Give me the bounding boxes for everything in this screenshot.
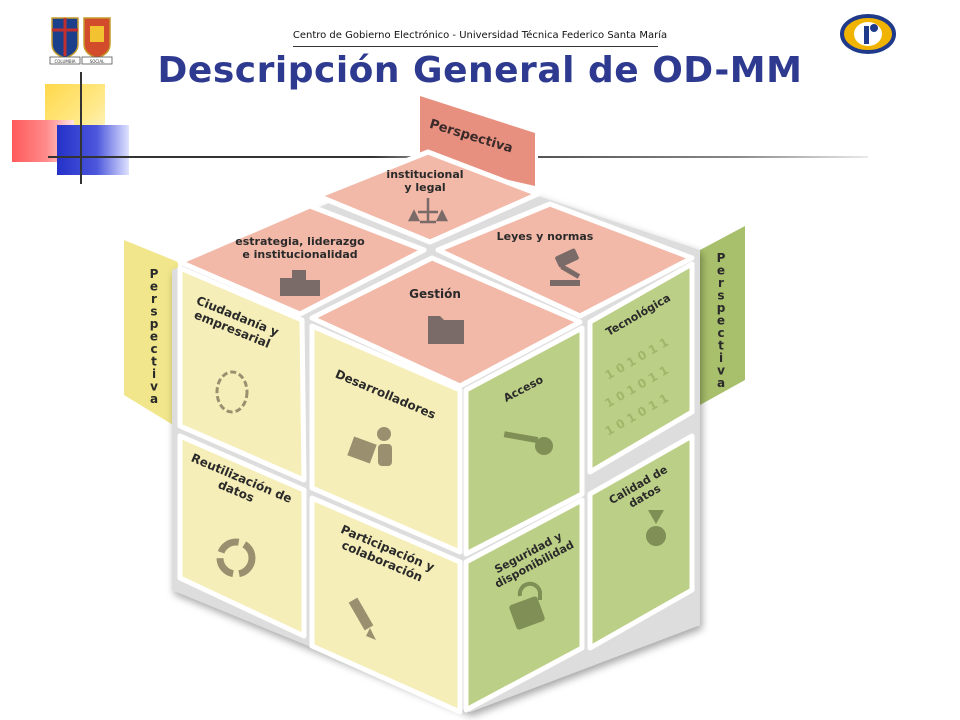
page-title: Descripción General de OD-MM xyxy=(157,50,803,91)
pencil-icon xyxy=(348,597,376,640)
left-face-bottom-right: Participación ycolaboración xyxy=(309,495,463,715)
medal-icon xyxy=(646,510,666,546)
deco-horizontal-line xyxy=(48,156,453,158)
developer-icon xyxy=(347,427,392,466)
right-crest-caption: SOCIAL xyxy=(90,59,105,64)
top-face-right: Leyes y normas xyxy=(435,201,695,319)
left-face-top-right: Desarrolladores xyxy=(309,323,463,555)
right-face-top-left: Acceso xyxy=(463,325,585,557)
key-icon xyxy=(503,431,553,455)
top-face-front-label: Gestión xyxy=(409,287,461,301)
fingerprint-icon xyxy=(215,370,249,414)
folder-icon xyxy=(428,316,464,344)
recycle-icon xyxy=(216,538,256,578)
buildings-icon xyxy=(280,270,320,296)
right-face-bottom-left: Seguridad ydisponibilidad xyxy=(463,497,585,713)
egov-logo xyxy=(840,14,896,54)
left-face-bottom-left: Reutilización dedatos xyxy=(177,433,307,639)
left-crest-caption: COLUMBIA xyxy=(54,59,75,64)
right-crest-ribbon xyxy=(81,56,113,65)
left-crest-ribbon xyxy=(49,56,81,65)
deco-blue-square xyxy=(57,125,129,175)
deco-horizontal-line-right xyxy=(538,156,868,158)
top-face-right-label: Leyes y normas xyxy=(497,230,594,243)
header-divider xyxy=(293,46,658,47)
scale-icon xyxy=(407,198,449,224)
institution-caption: Centro de Gobierno Electrónico - Univers… xyxy=(292,30,668,41)
right-face-bottom-right: Calidad dedatos xyxy=(587,433,695,651)
deco-vertical-line xyxy=(80,72,82,184)
lock-icon xyxy=(509,581,545,630)
gavel-icon xyxy=(550,248,581,286)
university-crests-logo: COLUMBIA SOCIAL xyxy=(49,17,113,65)
top-face-front: Gestión xyxy=(309,255,583,389)
left-face-top-left: Ciudadanía yempresarial xyxy=(177,265,307,483)
right-crest-field xyxy=(90,26,104,42)
left-crest-cross xyxy=(52,18,78,56)
